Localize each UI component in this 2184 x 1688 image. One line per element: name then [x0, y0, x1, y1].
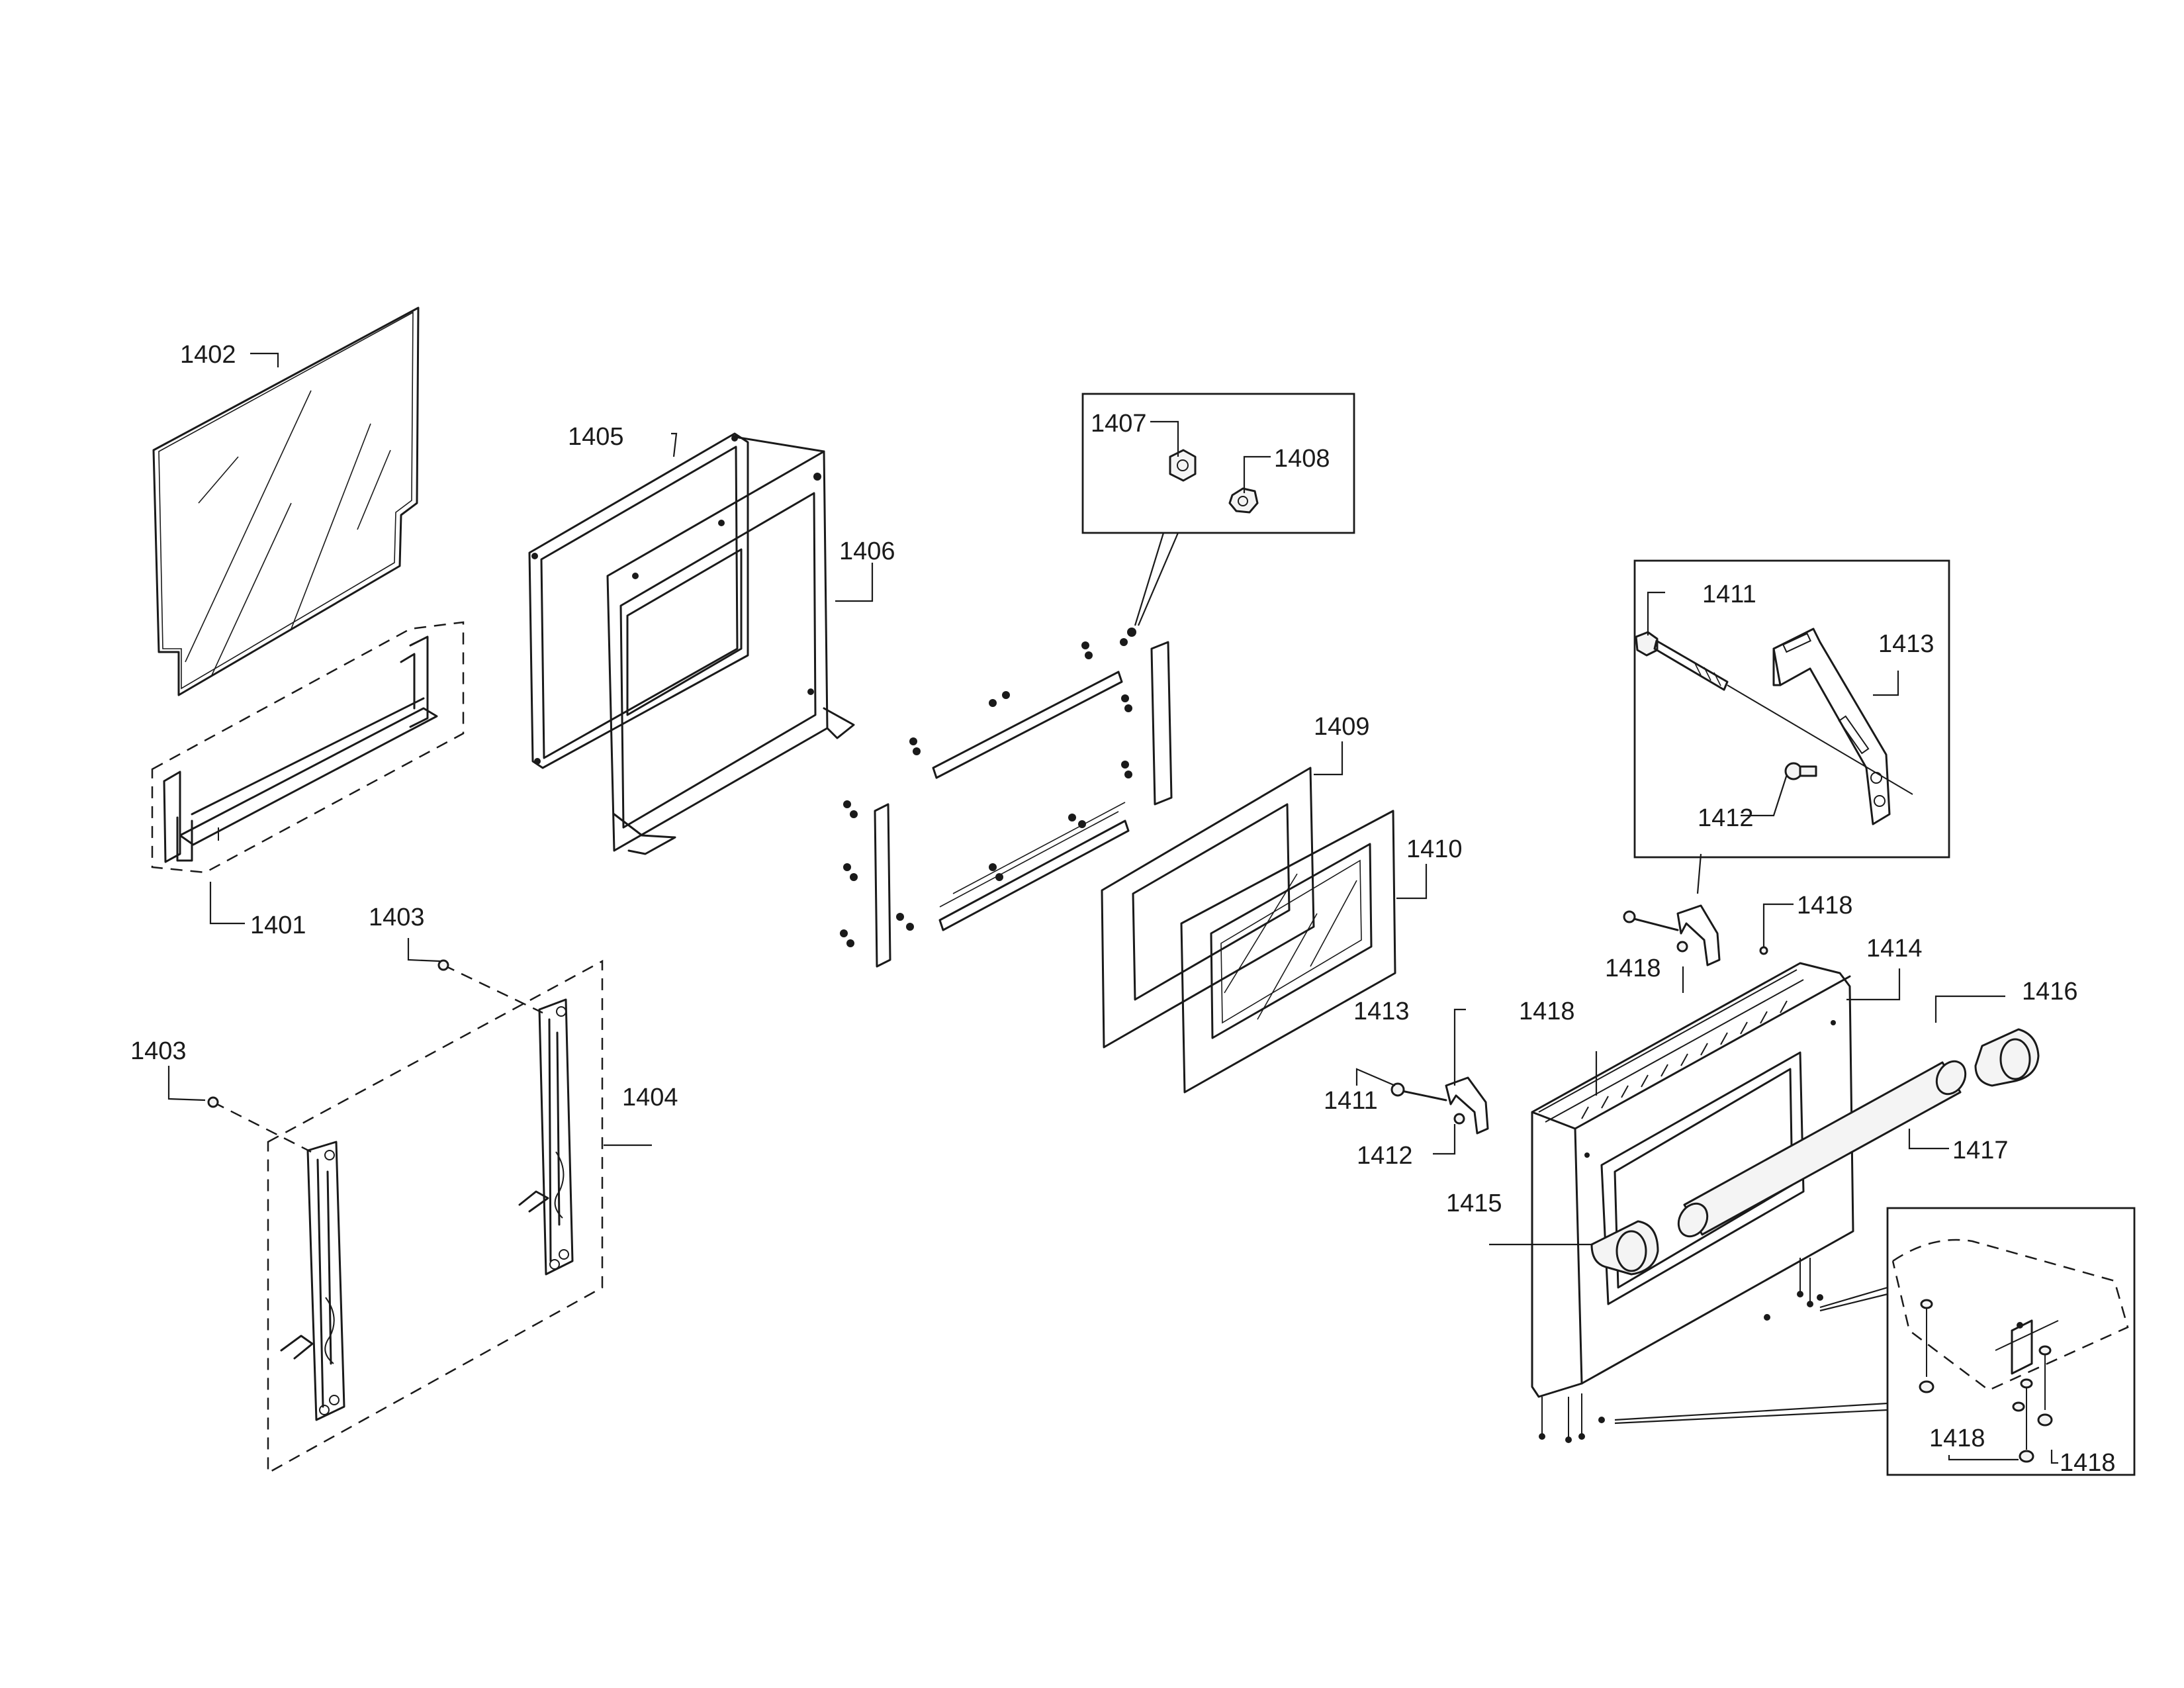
glass-panel-1402: [152, 306, 420, 696]
screw-1403-left: [207, 1096, 219, 1108]
label-1411-inset: 1411: [1702, 581, 1756, 608]
window-frame-1409: [1101, 767, 1315, 1049]
label-1418-top: 1418: [1797, 892, 1853, 919]
label-1412-inset: 1412: [1698, 804, 1754, 832]
bottom-screws-inset-box: [1614, 1207, 2136, 1476]
screw-1403-top: [437, 959, 449, 971]
part-labels: 1402 1401 1403 1403 1404 1405 1406 1407 …: [130, 341, 2116, 1477]
label-1402: 1402: [180, 341, 236, 369]
label-1403-top: 1403: [369, 904, 425, 931]
small-bracket-assembly: [1623, 904, 1768, 966]
label-1415: 1415: [1446, 1190, 1502, 1217]
label-1418-left: 1418: [1519, 998, 1575, 1025]
hinges-1404: [207, 959, 604, 1475]
label-1413-mid: 1413: [1353, 998, 1410, 1025]
handle-bar-1417: [1677, 1060, 1967, 1238]
label-1411-mid: 1411: [1324, 1087, 1378, 1115]
end-cap-1416: [1974, 1028, 2040, 1087]
glass-window-1410: [1180, 810, 1396, 1094]
label-1414: 1414: [1866, 935, 1923, 962]
label-1405: 1405: [568, 423, 624, 451]
screws: [840, 628, 1136, 947]
label-1417: 1417: [1952, 1137, 2009, 1164]
label-1410: 1410: [1406, 835, 1463, 863]
label-1407: 1407: [1091, 410, 1147, 438]
side-rails-group: [840, 628, 1173, 968]
label-1418-inset-right: 1418: [2060, 1449, 2116, 1477]
label-1418-inset-left: 1418: [1929, 1425, 1985, 1452]
inset-screws: [1919, 1299, 2053, 1463]
label-1401: 1401: [250, 912, 306, 939]
label-1406: 1406: [839, 538, 895, 565]
bracket-1401: [151, 621, 465, 874]
label-1408: 1408: [1274, 445, 1330, 473]
end-cap-1415: [1590, 1220, 1659, 1276]
nuts-inset-box: [1081, 393, 1355, 626]
vent-slots: [1538, 969, 1804, 1123]
bracket-inset-box: [1633, 559, 1950, 894]
hinge-right: [518, 998, 574, 1276]
middle-bracket-assembly: [1390, 1076, 1489, 1135]
gasket-frame-1405: [528, 432, 749, 769]
door-screws: [1539, 1258, 1823, 1443]
label-1413-inset: 1413: [1878, 630, 1934, 658]
inner-frame-1406: [606, 436, 855, 855]
hinge-left: [280, 1141, 345, 1421]
label-1412-mid: 1412: [1357, 1142, 1413, 1170]
label-1404: 1404: [622, 1084, 678, 1111]
label-1416: 1416: [2022, 978, 2078, 1006]
leader-lines: [167, 352, 2058, 1464]
label-1418-mid: 1418: [1605, 955, 1661, 982]
label-1403-left: 1403: [130, 1037, 187, 1065]
label-1409: 1409: [1314, 713, 1370, 741]
